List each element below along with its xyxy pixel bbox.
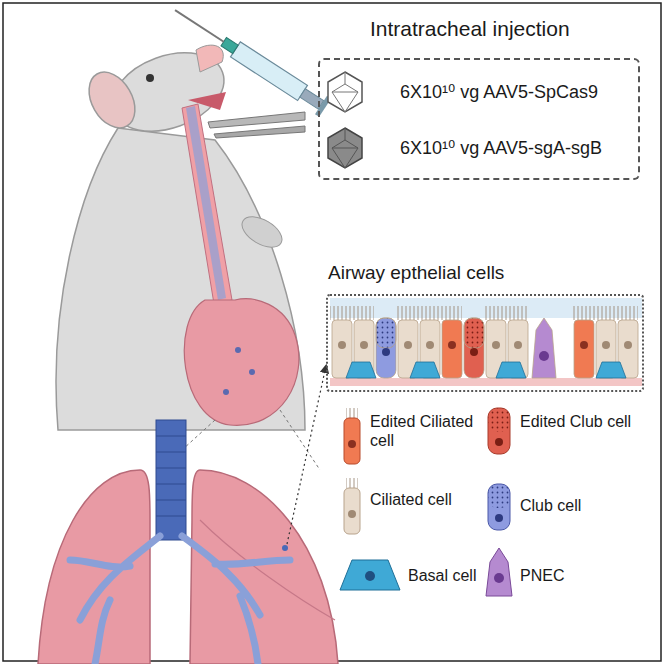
legend-icons <box>340 408 512 596</box>
mouse <box>56 1 331 470</box>
virus-icon <box>328 128 362 168</box>
lungs <box>38 420 338 664</box>
pointer-arrow <box>287 366 326 544</box>
panel-heading: Airway epthelial cells <box>328 262 644 285</box>
panel-border <box>318 58 640 180</box>
legend-label: Basal cell <box>408 566 478 585</box>
panel-box: Airway epthelial cells <box>326 262 648 394</box>
panel-border <box>326 294 644 392</box>
legend-label: Club cell <box>520 496 640 515</box>
legend-label: Ciliated cell <box>370 490 478 509</box>
legend-label: Edited Club cell <box>520 412 640 431</box>
panel-heading: Intratracheal injection <box>370 16 642 41</box>
virus-icon <box>328 72 362 112</box>
vector-dose: 6X10¹⁰ vg AAV5-sgA-sgB <box>400 138 636 160</box>
legend-label: Edited Ciliated cell <box>370 412 478 450</box>
legend-label: PNEC <box>520 566 640 585</box>
vector-dose: 6X10¹⁰ vg AAV5-SpCas9 <box>400 82 636 104</box>
panel-box: Intratracheal injection 6X10¹⁰ vg AAV5-Sp… <box>318 16 646 182</box>
epithelium <box>330 298 642 386</box>
